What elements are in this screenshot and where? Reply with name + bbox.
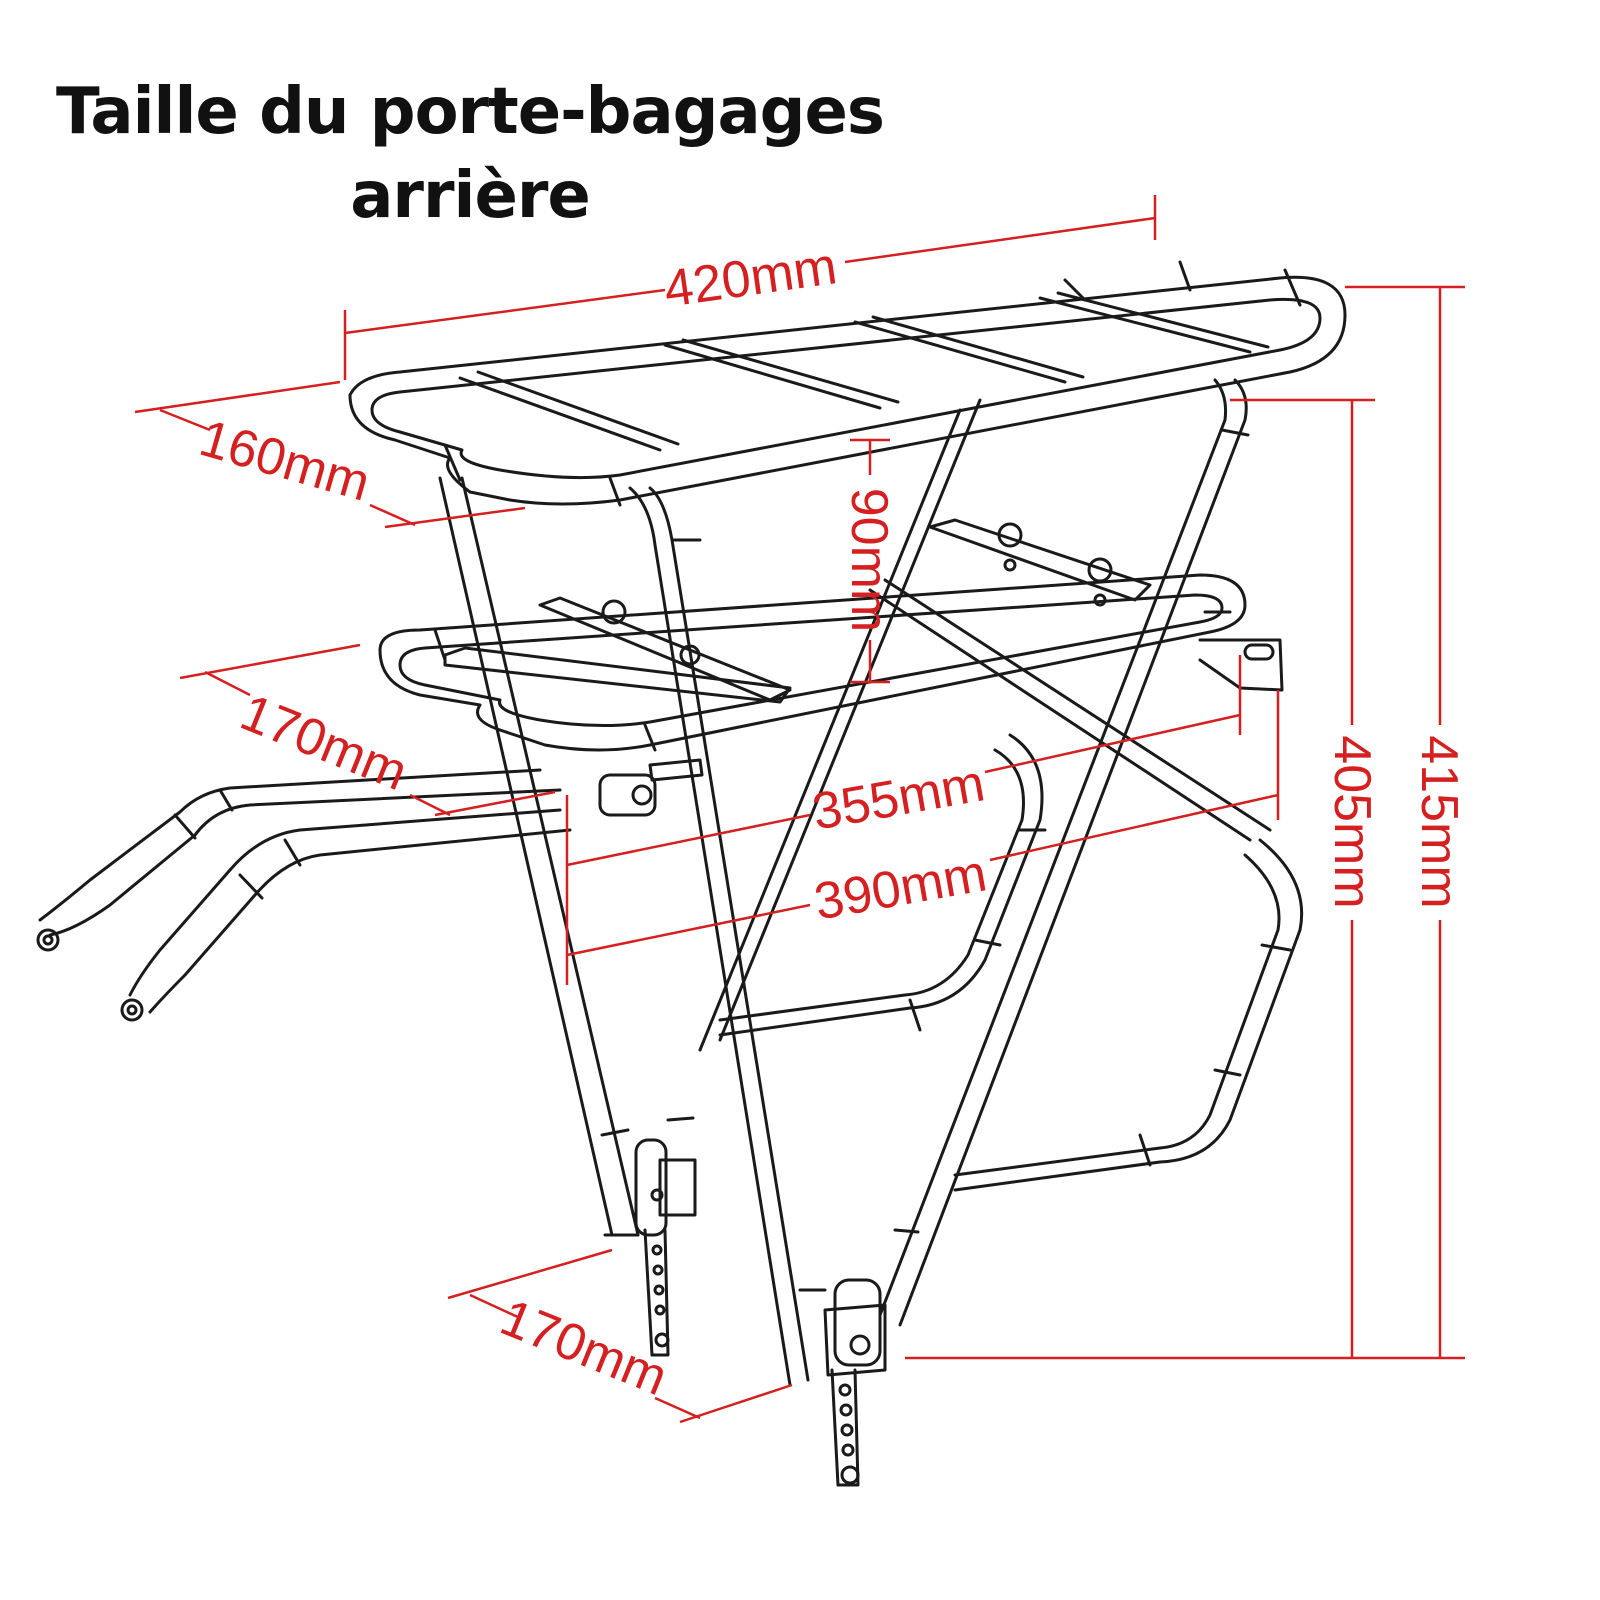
right-mount-plate [1198,638,1284,692]
dim-label-90: 90mm [840,488,898,632]
lower-platform [378,518,1247,752]
dimension-lines [134,195,1465,1424]
leg-brackets [603,1138,887,1487]
dim-label-405: 405mm [1323,735,1381,908]
front-arms [36,758,704,1022]
diagram-title: Taille du porte-bagages arrière [0,70,940,238]
dim-label-415: 415mm [1410,735,1468,908]
title-line-1: Taille du porte-bagages [56,75,885,149]
dim-label-170-legs: 170mm [493,1288,676,1407]
struts [438,378,1304,1387]
dim-label-160-top: 160mm [193,409,376,513]
dim-label-390: 390mm [810,844,991,931]
dim-label-355: 355mm [808,754,989,841]
rack-frame [36,260,1347,1487]
top-platform [348,260,1347,507]
title-line-2: arrière [350,159,591,233]
dim-label-170-lower: 170mm [233,683,416,802]
dim-label-420: 420mm [661,237,841,319]
